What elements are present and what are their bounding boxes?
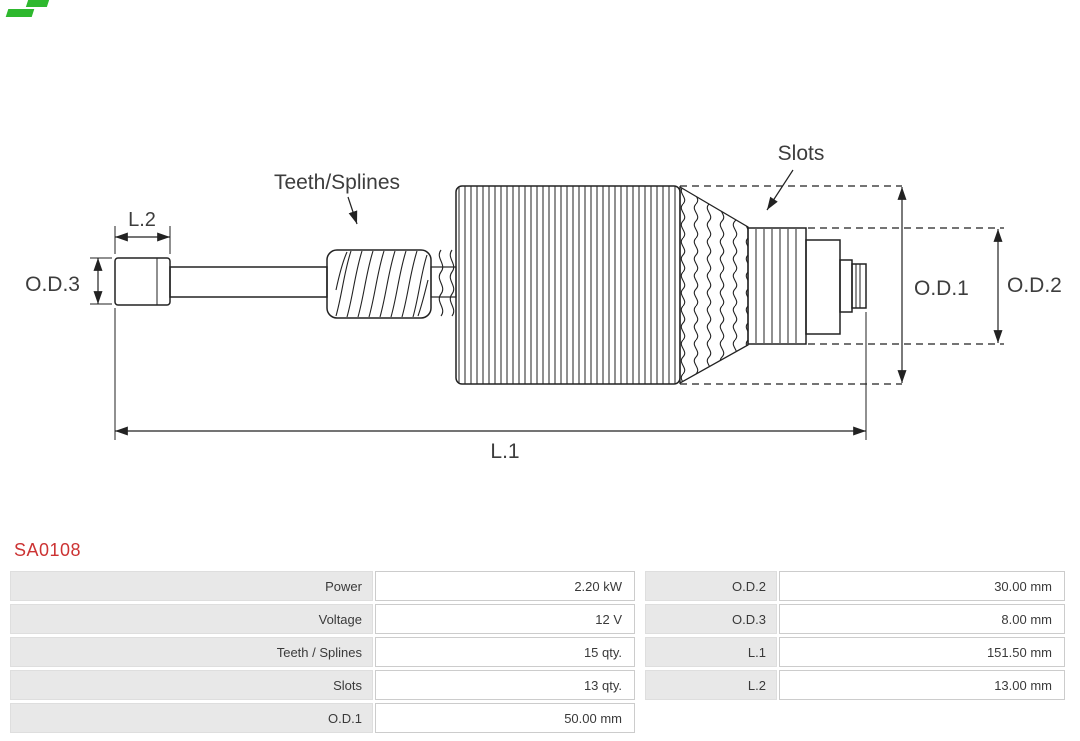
dimension-l2 xyxy=(114,226,171,254)
label-od1: O.D.1 xyxy=(914,277,969,300)
shaft-left-end xyxy=(114,257,328,306)
dimension-od3 xyxy=(90,257,112,305)
label-od2: O.D.2 xyxy=(1007,274,1062,297)
spec-label: L.2 xyxy=(645,670,777,700)
leader-teeth-splines xyxy=(347,196,358,225)
spec-table-left: Power 2.20 kW Voltage 12 V Teeth / Splin… xyxy=(10,571,635,733)
spec-table-right: O.D.2 30.00 mm O.D.3 8.00 mm L.1 151.50 … xyxy=(645,571,1065,700)
spec-label: Power xyxy=(10,571,373,601)
spec-value: 12 V xyxy=(375,604,635,634)
spec-value: 15 qty. xyxy=(375,637,635,667)
spec-label: O.D.1 xyxy=(10,703,373,733)
leader-slots xyxy=(766,169,794,211)
spec-label: Voltage xyxy=(10,604,373,634)
spline-section xyxy=(326,249,432,319)
commutator xyxy=(747,227,807,345)
spec-label: O.D.2 xyxy=(645,571,777,601)
armature-diagram: Teeth/Splines Slots L.2 O.D.3 O.D.1 O.D.… xyxy=(25,142,1062,463)
label-od3: O.D.3 xyxy=(25,273,80,296)
part-number: SA0108 xyxy=(14,540,82,560)
winding-end xyxy=(679,185,749,385)
wave-washer-section xyxy=(430,249,457,317)
spec-label: Slots xyxy=(10,670,373,700)
spec-value: 13.00 mm xyxy=(779,670,1065,700)
label-slots: Slots xyxy=(778,142,825,165)
spec-value: 8.00 mm xyxy=(779,604,1065,634)
spec-value: 50.00 mm xyxy=(375,703,635,733)
spec-label: Teeth / Splines xyxy=(10,637,373,667)
spec-value: 2.20 kW xyxy=(375,571,635,601)
spec-label: O.D.3 xyxy=(645,604,777,634)
spec-value: 13 qty. xyxy=(375,670,635,700)
dimension-l1 xyxy=(114,308,867,440)
spec-value: 30.00 mm xyxy=(779,571,1065,601)
label-l2: L.2 xyxy=(128,209,156,231)
spec-value: 151.50 mm xyxy=(779,637,1065,667)
label-l1: L.1 xyxy=(490,440,519,463)
spec-label: L.1 xyxy=(645,637,777,667)
armature-core xyxy=(455,185,681,385)
shaft-right-end xyxy=(805,239,867,335)
label-teeth-splines: Teeth/Splines xyxy=(274,171,400,194)
